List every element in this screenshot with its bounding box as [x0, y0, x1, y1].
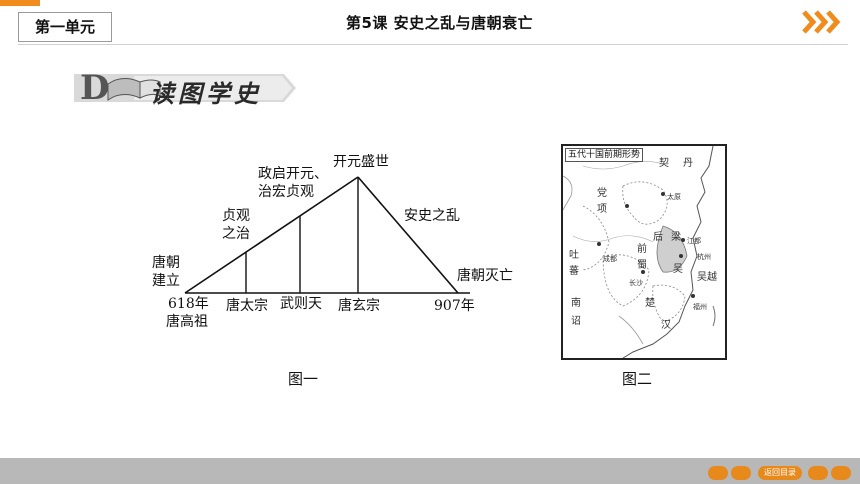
label-kaiyuan-1: 政启开元、: [258, 166, 328, 182]
label-kaiyuan-2: 治宏贞观: [258, 184, 314, 200]
map-label-nan: 南: [571, 298, 581, 309]
map-label-wu: 吴: [673, 264, 683, 275]
five-dynasties-map: 五代十国前期形势 契 丹 党 项 后 梁 前 蜀 吴 楚 吴越 吐 蕃 南 诏 …: [561, 144, 727, 360]
figure2-caption: 图二: [622, 370, 653, 388]
label-kaiyuan-peak: 开元盛世: [333, 154, 389, 170]
prev-page-button[interactable]: [708, 466, 728, 480]
map-label-fuzhou: 福州: [693, 303, 707, 311]
map-label-shu: 蜀: [637, 260, 647, 271]
banner-letter: D: [80, 68, 110, 108]
triple-chevron-right-icon[interactable]: [800, 9, 844, 35]
figure1-caption: 图一: [288, 370, 319, 388]
back-to-contents-button[interactable]: 返回目录: [758, 466, 802, 480]
label-tang-founded-1: 唐朝: [152, 255, 180, 271]
map-label-qi: 契: [659, 158, 669, 169]
unit-tab[interactable]: 第一单元: [18, 12, 112, 42]
prev-button[interactable]: [731, 466, 751, 480]
label-taizong: 唐太宗: [226, 298, 268, 314]
map-label-han: 汉: [661, 320, 671, 331]
label-tang-fall: 唐朝灭亡: [457, 268, 513, 284]
map-label-chu: 楚: [645, 298, 655, 309]
label-zhenguan-2: 之治: [222, 226, 250, 242]
map-title: 五代十国前期形势: [565, 148, 644, 162]
map-label-zhao: 诏: [571, 316, 581, 327]
header-divider: [18, 44, 848, 45]
next-button[interactable]: [808, 466, 828, 480]
label-end-year: 907年: [434, 298, 475, 314]
lesson-title: 第5课 安史之乱与唐朝衰亡: [346, 14, 534, 32]
map-label-chengdu: 成都: [603, 255, 617, 263]
map-label-xiang: 项: [597, 204, 607, 215]
map-label-hangzhou: 杭州: [697, 253, 711, 261]
banner-title: 读图学史: [150, 79, 262, 108]
map-label-wuyue: 吴越: [697, 272, 717, 283]
label-anshi-rebellion: 安史之乱: [404, 208, 460, 224]
map-label-tu: 吐: [569, 250, 579, 261]
open-book-icon: [107, 78, 161, 101]
label-tang-founded-2: 建立: [152, 273, 180, 289]
label-start-year: 618年: [168, 296, 209, 312]
map-label-jiangdu: 江都: [687, 237, 701, 245]
map-label-liang: 梁: [671, 232, 681, 243]
label-wuzetian: 武则天: [280, 296, 322, 312]
map-drawing: [563, 146, 716, 358]
map-label-bo: 蕃: [569, 266, 579, 277]
label-xuanzong: 唐玄宗: [338, 298, 380, 314]
tang-timeline-diagram: [184, 176, 470, 294]
map-label-hou: 后: [653, 232, 663, 243]
corner-accent: [0, 0, 40, 6]
label-zhenguan-1: 贞观: [222, 208, 250, 224]
next-page-button[interactable]: [831, 466, 851, 480]
map-label-changsha: 长沙: [629, 279, 643, 287]
map-label-qian: 前: [637, 244, 647, 255]
map-label-dang: 党: [597, 188, 607, 199]
section-banner: [74, 74, 296, 102]
map-label-dan: 丹: [683, 158, 693, 169]
map-label-taiyuan: 太原: [667, 193, 681, 201]
label-start-emperor: 唐高祖: [166, 314, 208, 330]
